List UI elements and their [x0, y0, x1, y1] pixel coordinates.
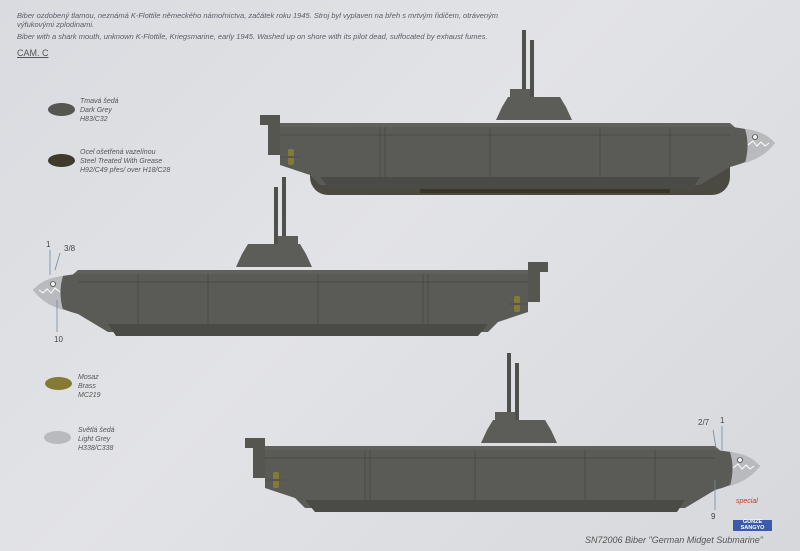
- color-name-en: Steel Treated With Grease: [80, 158, 163, 165]
- color-code: MC219: [78, 392, 101, 399]
- color-name-cz: Tmavá šedá: [80, 98, 119, 105]
- callout-10: 10: [54, 335, 63, 344]
- callout-9: 9: [711, 512, 716, 521]
- callout-3-8: 3/8: [64, 244, 76, 253]
- legend-brass: Mosaz Brass MC219: [78, 373, 101, 400]
- submarine-top-view-right: [259, 29, 776, 195]
- gunze-sangyo-logo: GUNZE SANGYO: [733, 519, 772, 531]
- special-hobby-logo: special: [736, 498, 758, 505]
- color-name-en: Dark Grey: [80, 107, 112, 114]
- swatch-light-grey: [44, 431, 71, 444]
- submarine-side-bottom: [244, 352, 761, 513]
- color-code: H338/C338: [78, 445, 114, 452]
- color-code: H92/C49 přes/ over H18/C28: [80, 167, 171, 174]
- submarine-side-left: [32, 176, 549, 337]
- callout-lines: [49, 250, 723, 510]
- color-name-en: Brass: [78, 383, 96, 390]
- color-name-cz: Ocel ošetřená vazelínou: [80, 149, 156, 156]
- callout-1-bottom: 1: [720, 416, 725, 425]
- swatch-dark-grey: [48, 103, 75, 116]
- kit-title: SN72006 Biber "German Midget Submarine": [585, 535, 763, 545]
- description-english: Biber with a shark mouth, unknown K-Flot…: [17, 32, 488, 41]
- color-name-en: Light Grey: [78, 436, 111, 443]
- swatch-brass: [45, 377, 72, 390]
- callout-2-7: 2/7: [698, 418, 710, 427]
- color-name-cz: Mosaz: [78, 374, 99, 381]
- legend-dark-grey: Tmavá šedá Dark Grey H83/C32: [80, 97, 119, 124]
- callout-1-left: 1: [46, 240, 51, 249]
- color-name-cz: Světlá šedá: [78, 427, 115, 434]
- color-code: H83/C32: [80, 116, 108, 123]
- description-czech: Biber ozdobený tlamou, neznámá K-Flottil…: [17, 11, 499, 29]
- legend-light-grey: Světlá šedá Light Grey H338/C338: [78, 426, 115, 453]
- swatch-steel-grease: [48, 154, 75, 167]
- legend-steel-grease: Ocel ošetřená vazelínou Steel Treated Wi…: [80, 148, 170, 175]
- camouflage-label: CAM. C: [17, 48, 49, 58]
